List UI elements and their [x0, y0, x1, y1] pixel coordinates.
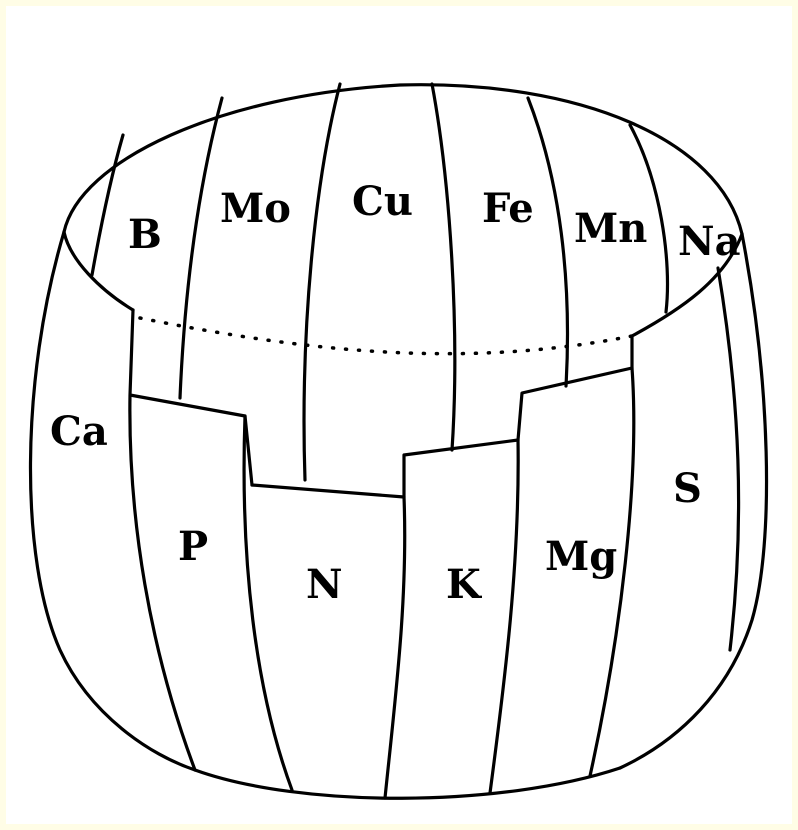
barrel-left-side: [28, 230, 197, 772]
nutrient-label-cu: Cu: [352, 178, 413, 225]
nutrient-label-b: B: [128, 211, 162, 258]
nutrient-label-n: N: [306, 561, 343, 608]
stave-line-mn-na: [628, 123, 670, 314]
stave-s-outline: [588, 334, 636, 778]
nutrient-label-mn: Mn: [574, 205, 647, 252]
barrel-right-side: [618, 232, 769, 770]
nutrient-label-k: K: [446, 561, 482, 608]
diagram-canvas: [6, 6, 792, 824]
stave-right-edge-line: [716, 266, 741, 652]
nutrient-label-mo: Mo: [220, 185, 291, 232]
hidden-rim-dotted-line: [138, 316, 634, 356]
barrel-top-rim-front-left: [62, 230, 135, 312]
nutrient-label-mg: Mg: [545, 533, 617, 580]
stave-line-cu-fe: [430, 82, 457, 452]
barrel-top-rim-front-right: [630, 232, 744, 338]
nutrient-label-ca: Ca: [50, 408, 108, 455]
stave-p-outline: [128, 308, 254, 772]
stave-line-mo-cu: [302, 82, 342, 482]
barrel-bottom-rim: [193, 766, 622, 800]
nutrient-label-na: Na: [678, 218, 740, 265]
nutrient-label-p: P: [178, 523, 208, 570]
nutrient-label-s: S: [673, 465, 702, 512]
nutrient-label-fe: Fe: [482, 185, 534, 232]
stave-k-outline: [383, 438, 520, 800]
stave-line-fe-mn: [526, 96, 570, 388]
stave-line-b-left: [90, 133, 125, 277]
stave-mg-outline: [488, 366, 634, 795]
stave-line-b-mo: [178, 96, 224, 400]
stave-n-outline: [242, 414, 406, 792]
